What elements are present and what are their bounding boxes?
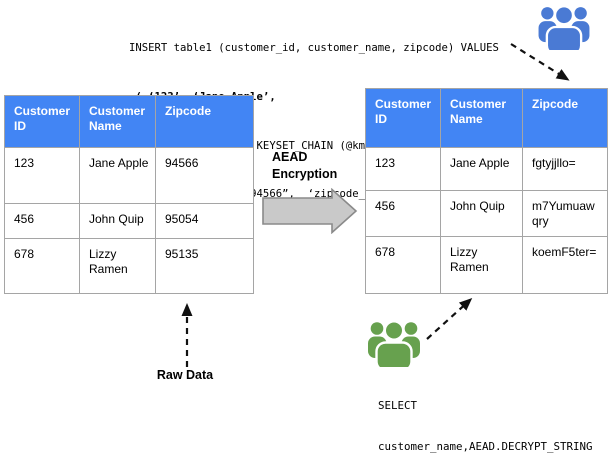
column-header: Customer Name [79, 95, 156, 148]
cell: 94566 [155, 147, 254, 204]
column-header: Customer ID [4, 95, 80, 148]
raw-data-table: Customer ID Customer Name Zipcode 123 Ja… [4, 95, 254, 294]
dashed-arrow-raw-data [177, 297, 197, 371]
cell: 95054 [155, 203, 254, 239]
table-row: 456 John Quip m7Yumuawqry [365, 190, 608, 237]
cell: Lizzy Ramen [79, 238, 156, 294]
column-header: Customer ID [365, 88, 441, 148]
cell: koemF5ter= [522, 236, 608, 294]
cell: Lizzy Ramen [440, 236, 523, 294]
select-sql-code: SELECT customer_name,AEAD.DECRYPT_STRING… [378, 372, 593, 469]
cell: 123 [4, 147, 80, 204]
sql-line: customer_name,AEAD.DECRYPT_STRING [378, 439, 593, 453]
column-header: Customer Name [440, 88, 523, 148]
table-row: 678 Lizzy Ramen 95135 [4, 238, 254, 294]
cell: Jane Apple [440, 147, 523, 191]
cell: m7Yumuawqry [522, 190, 608, 237]
users-group-icon [536, 3, 592, 50]
sql-line: INSERT table1 (customer_id, customer_nam… [129, 42, 499, 55]
table-header-row: Customer ID Customer Name Zipcode [365, 88, 608, 148]
sql-line: SELECT [378, 399, 418, 413]
aead-encryption-label: AEAD Encryption [272, 150, 338, 181]
column-header: Zipcode [522, 88, 608, 148]
cell: Jane Apple [79, 147, 156, 204]
table-row: 678 Lizzy Ramen koemF5ter= [365, 236, 608, 294]
cell: John Quip [79, 203, 156, 239]
cell: 678 [4, 238, 80, 294]
table-row: 123 Jane Apple fgtyjjllo= [365, 147, 608, 191]
table-header-row: Customer ID Customer Name Zipcode [4, 95, 254, 148]
cell: 95135 [155, 238, 254, 294]
table-row: 456 John Quip 95054 [4, 203, 254, 239]
cell: John Quip [440, 190, 523, 237]
table-row: 123 Jane Apple 94566 [4, 147, 254, 204]
dashed-arrow-select-to-table [420, 291, 482, 347]
cell: fgtyjjllo= [522, 147, 608, 191]
cell: 123 [365, 147, 441, 191]
block-arrow-right-icon [262, 188, 358, 234]
raw-data-label: Raw Data [156, 368, 214, 382]
cell: 678 [365, 236, 441, 294]
cell: 456 [365, 190, 441, 237]
users-group-icon [367, 317, 421, 367]
encrypted-data-table: Customer ID Customer Name Zipcode 123 Ja… [365, 88, 608, 294]
cell: 456 [4, 203, 80, 239]
dashed-arrow-insert-to-table [505, 38, 579, 88]
column-header: Zipcode [155, 95, 254, 148]
